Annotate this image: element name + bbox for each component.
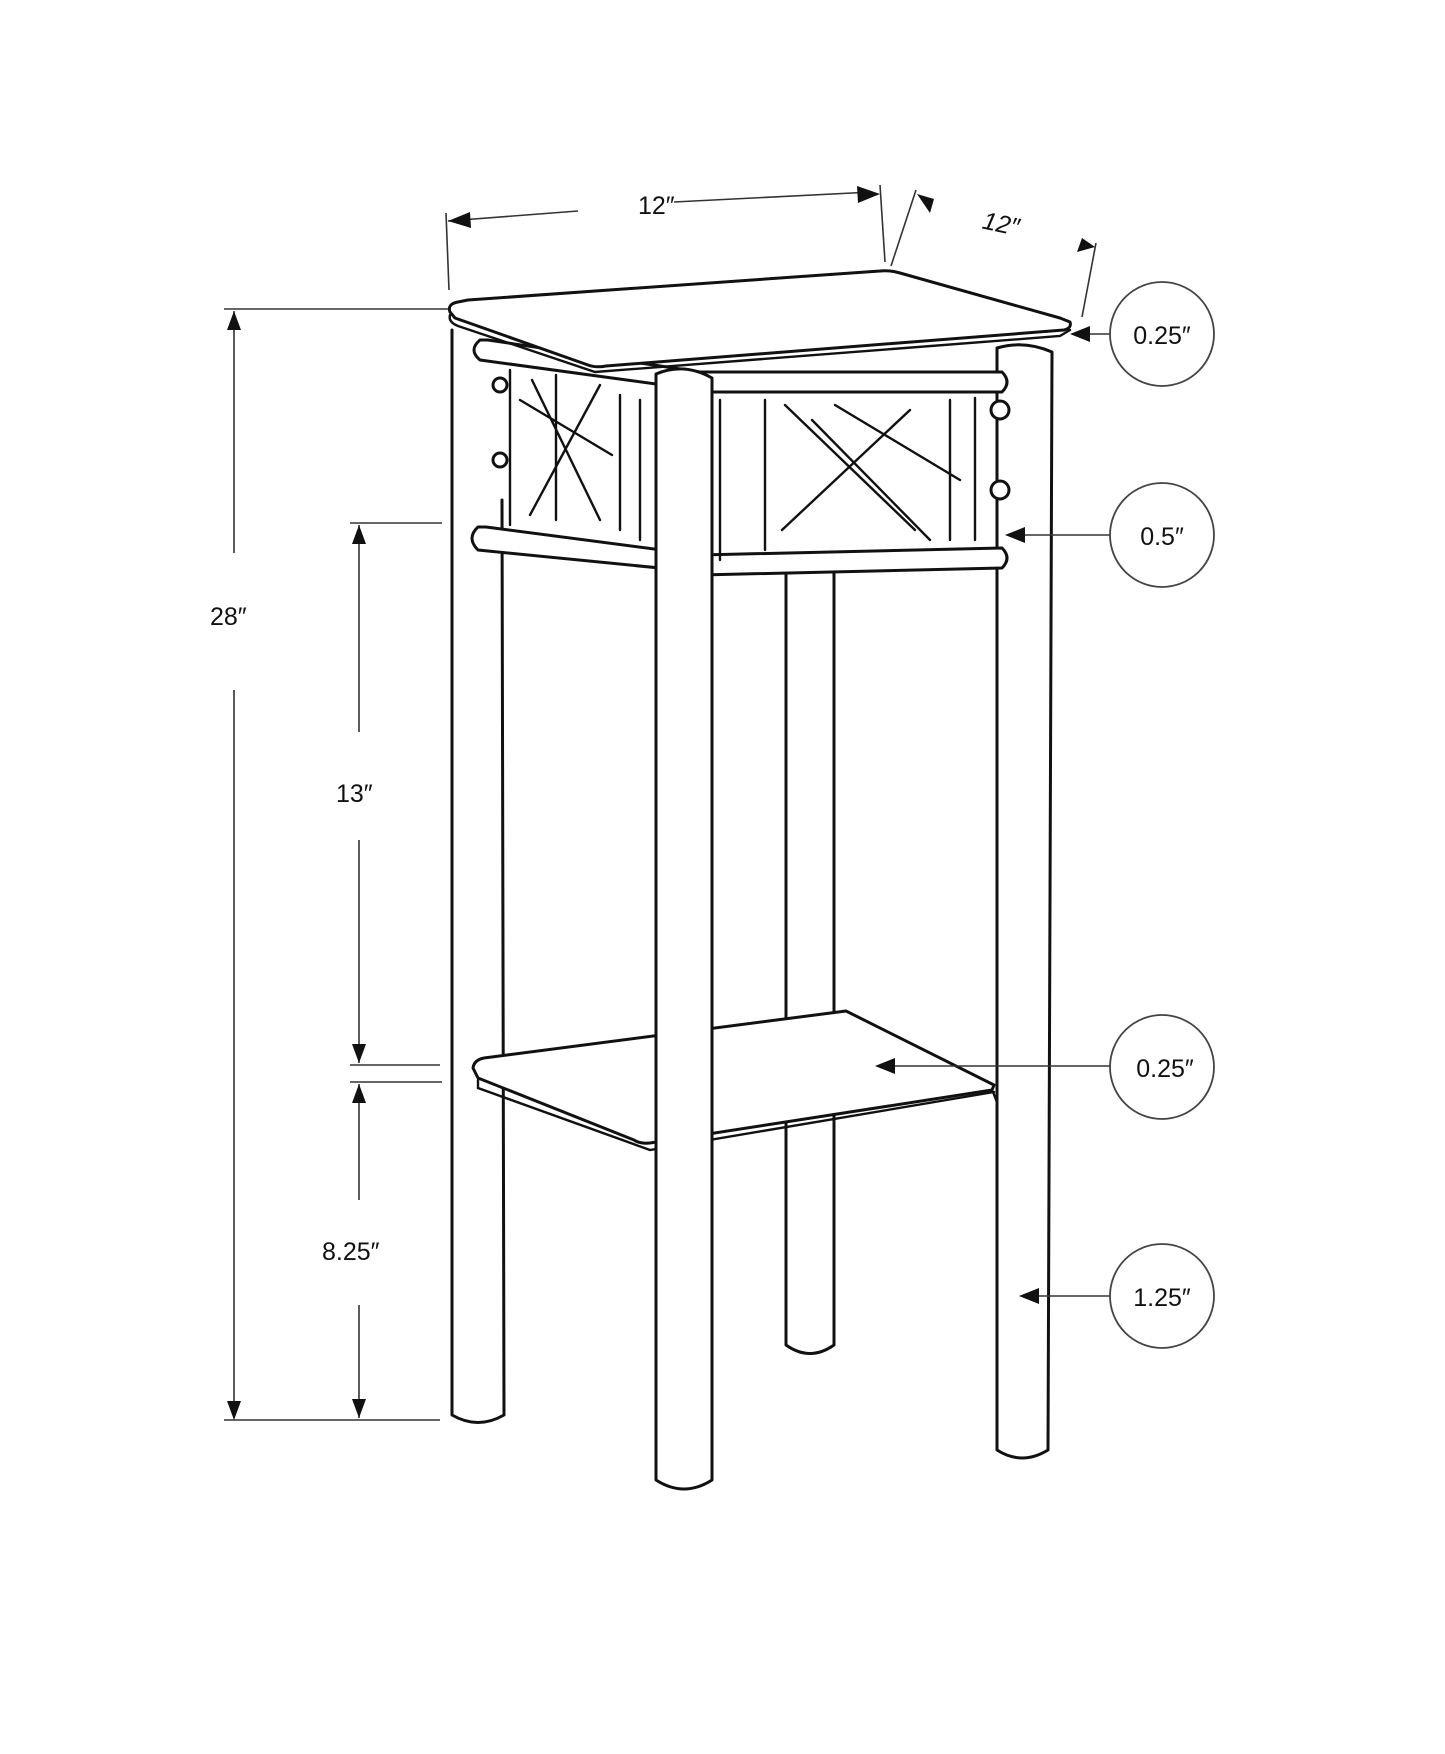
callout-leg-diameter: 1.25″ — [1019, 1243, 1215, 1349]
right-leg — [995, 343, 1054, 1460]
tabletop — [447, 269, 1072, 374]
apron — [470, 338, 1011, 577]
front-leg — [654, 367, 714, 1491]
top-thickness-label: 0.25″ — [1133, 322, 1191, 350]
middle-height-dimension: 13″ — [336, 522, 442, 1066]
total-height-label: 28″ — [210, 603, 247, 631]
width-label: 12″ — [638, 192, 675, 220]
back-left-leg — [784, 558, 836, 1355]
lower-shelf — [471, 1009, 1002, 1152]
apron-rail-label: 0.5″ — [1140, 523, 1184, 551]
leg-diameter-label: 1.25″ — [1133, 1284, 1191, 1312]
lower-height-label: 8.25″ — [322, 1238, 380, 1266]
left-leg — [450, 328, 506, 1424]
depth-label: 12″ — [980, 207, 1023, 242]
width-dimension: 12″ — [445, 184, 886, 291]
callout-apron-rail: 0.5″ — [1005, 482, 1215, 588]
callout-shelf-thickness: 0.25″ — [875, 1014, 1215, 1120]
lower-height-dimension: 8.25″ — [322, 1081, 442, 1418]
total-height-dimension: 28″ — [210, 308, 448, 1421]
middle-height-label: 13″ — [336, 780, 373, 808]
callout-top-thickness: 0.25″ — [1070, 281, 1215, 387]
shelf-thickness-label: 0.25″ — [1136, 1055, 1194, 1083]
table-illustration — [447, 269, 1072, 1491]
